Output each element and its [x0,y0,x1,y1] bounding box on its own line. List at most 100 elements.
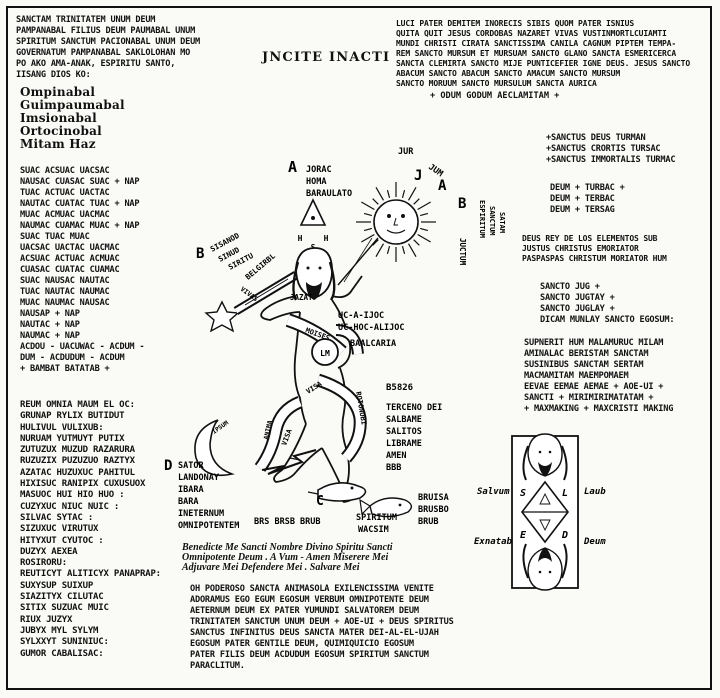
jorac-label: JORAC [306,165,332,175]
sun-ray [401,189,406,199]
divine-name: Ompinabal [20,85,96,99]
reum-line: SITIX SUZUAC MUIC [20,603,109,614]
reum-line: REUTICYT ALITICYX PANAPRAP: [20,569,161,580]
sator-label: BARA [178,497,198,507]
reum-line: ZUTUZUX MUZUD RAZARURA [20,445,135,456]
supnerit-line: + MAXMAKING + MAXCRISTI MAKING [524,404,674,414]
sun-ray [417,201,431,211]
serpent-text: ANIMA [262,420,274,441]
fish-icon [359,497,413,518]
benedicte-line: Omnipotente Deum . A Vum - Amen Miserere… [182,552,389,563]
suac-line: UACSAC UACTAC UACMAC [20,243,120,253]
prayer-line: MUNDI CHRISTI CIRATA SANCTISSIMA CANILA … [396,39,676,48]
divine-name: Guimpaumabal [20,98,125,112]
invocation-line: SPIRITUM SANCTUM PACIONABAL UNUM DEUM [16,37,201,47]
sun-ray [386,189,391,199]
card-deum: Deum [583,537,606,547]
odum-line: + ODUM GODUM AECLAMITAM + [430,91,560,101]
sun-ray [386,245,391,255]
letter-d: D [164,458,172,474]
triangle-letter: H [324,234,329,243]
suac-line: ACSUAC ACTUAC ACMUAC [20,254,120,264]
bottom-prayer-line: PARACLITUM. [190,661,245,671]
sanctus-line: +SANCTUS DEUS TURMAN [546,133,646,143]
jazat-label: JAZAT [290,293,313,302]
sator-label: IBARA [178,485,204,495]
sanctus-list: +SANCTUS DEUS TURMAN+SANCTUS CRORTIS TUR… [546,133,676,167]
sancto-line: SANCTO JUGTAY + [540,293,615,303]
divine-name: Ortocinobal [20,124,102,138]
card-salvum: Salvum [477,487,510,497]
sancto-line: DICAM MUNLAY SANCTO EGOSUM: [540,315,675,325]
reum-line: DUZYX AEXEA [20,546,78,557]
bruisa-label: BRUSBO [418,505,449,515]
suac-line: CUASAC CUATAC CUAMAC [20,265,120,275]
card-letter: E [520,530,527,541]
suac-line: ACDOU - UACUWAC - ACDUM - [20,342,145,352]
suac-line: NAUMAC CUAMAC MUAC + NAP [20,221,140,231]
suac-line: NAUSAP + NAP [20,309,80,319]
supnerit-line: EEVAE EEMAE AEMAE + AOE-UI + [524,382,664,392]
sator-label: INETERNUM [178,509,224,519]
divine-name: Imsionabal [20,111,97,125]
suac-line: NAUTAC CUATAC TUAC + NAP [20,199,140,209]
deum-line: DEUM + TURBAC + [550,183,625,193]
card-letter: S [520,488,526,499]
invocation-line: PAMPANABAL FILIUS DEUM PAUMABAL UNUM [16,26,196,36]
card-exnatab: Exnatab [474,537,513,547]
reum-line: ROSIRORU: [20,558,67,569]
sator-label: LANDONAY [178,473,220,483]
luci-pater-prayer: LUCI PATER DEMITEM INORECIS SIBIS QUOM P… [396,20,690,90]
benedicte-line: Adjuvare Mei Defendere Mei . Salvare Mei [182,562,360,573]
letter-a: A [288,158,297,176]
invocation-line: PO AKO AMA-ANAK, ESPIRITU SANTO, [16,59,176,69]
sun-ray [419,227,429,232]
reum-line: AZATAC HUZUXUC PAHITUL [20,467,135,478]
reum-line: SIZUXUC VIRUTUX [20,524,99,535]
sun-ray [401,245,406,255]
sun-ray [413,239,420,246]
reum-line: HIXISUC RANIPIX CUXUSUOX [20,479,146,490]
reum-line: NURUAM YUTMUYT PUTIX [20,433,125,444]
sun-ray [407,187,417,201]
benedicte-line: Benedicte Me Sancti Nombre Divino Spirit… [182,542,393,553]
bottom-prayer-line: OH PODEROSO SANCTA ANIMASOLA EXILENCISSI… [190,584,434,594]
reum-line: MASUOC HUI HIO HUO : [20,490,125,501]
sun-ray [375,187,385,201]
uc-label: UC-A-IJOC [338,311,384,321]
spiritum-wacsim-label: SPIRITUM [356,513,397,523]
sun-ray [361,233,375,243]
sancto-list: SANCTO JUG +SANCTO JUGTAY +SANCTO JUGLAY… [540,283,674,327]
spiritum-label: ESPIRITUM [478,200,486,238]
letter-j: J [414,168,422,184]
reum-line: REUM OMNIA MAUM EL OC: [20,400,135,410]
wand-icon [233,271,299,315]
reum-line: CUZYXUC NIUC NUIC : [20,501,120,512]
figure-body [260,275,363,503]
card-laub: Laub [584,487,606,497]
sator-label: SATOR [178,461,204,471]
sun-beam [337,237,379,286]
letter-c: C [316,494,324,509]
terceno-label: LIBRAME [386,439,422,449]
reum-line: GRUNAP RYLIX BUTIDUT [20,411,125,422]
reum-line: HULIVUL VULIXUB: [20,422,104,433]
sator-label: OMNIPOTENTEM [178,521,239,531]
jur-label: JUR [398,147,414,157]
sun-ray [375,243,385,257]
spiritum-wacsim-label: WACSIM [358,525,389,535]
figure-head [292,247,336,301]
deus-rey-line: JUSTUS CHRISTUS EMORIATOR [522,244,639,253]
bottom-prayer-line: PATER FILIS DEUM ACDUDUM EGOSUM SPIRITUM… [190,650,429,660]
suac-line: DUM - ACDUDUM - ACDUM [20,353,125,363]
suac-line: NAUSAC CUASAC SUAC + NAP [20,177,140,187]
prayer-line: REM SANCTO MURSUM ET MURSUAM SANCTO GLAN… [396,49,676,58]
reum-line: SUXYSUP SUIXUP [20,580,94,591]
sun-ray [363,212,373,217]
